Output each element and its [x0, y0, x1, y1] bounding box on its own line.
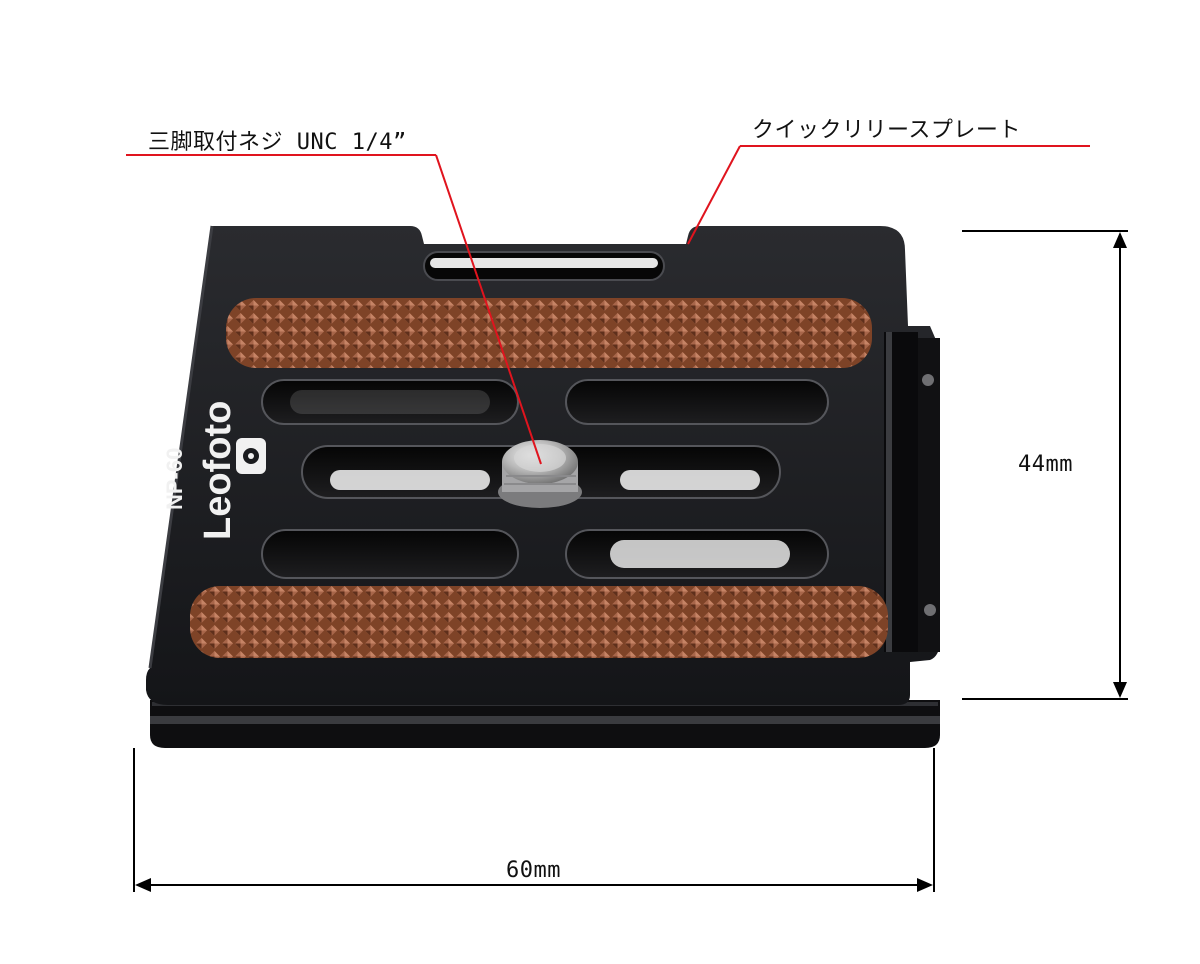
side-rail: [884, 332, 940, 652]
dimension-lines: [133, 230, 1128, 892]
top-grip-pad: [226, 298, 872, 368]
plate-annotation-label: クイックリリースプレート: [752, 118, 1021, 143]
screw-leader-pointer: [435, 154, 542, 465]
leader-lines: [126, 145, 1090, 465]
plate-leader-pointer: [687, 145, 741, 245]
tripod-screw: [498, 440, 582, 508]
plate-base-layers: [150, 700, 940, 748]
screw-annotation-label: 三脚取付ネジ UNC 1/4”: [148, 130, 407, 155]
width-arrow-left-icon: [135, 878, 151, 892]
mounting-slots: [261, 379, 829, 579]
dimension-arrowheads: [135, 232, 1127, 892]
brand-marking: Leofoto NP-60: [162, 401, 266, 540]
height-arrow-up-icon: [1113, 232, 1127, 248]
brand-logo-icon: [236, 438, 266, 474]
width-arrow-right-icon: [917, 878, 933, 892]
model-name: NP-60: [162, 448, 187, 510]
brand-name: Leofoto: [197, 401, 239, 540]
height-arrow-down-icon: [1113, 682, 1127, 698]
width-dimension-label: 60mm: [506, 858, 561, 883]
height-dimension-label: 44mm: [1018, 452, 1073, 477]
bottom-grip-pad: [190, 586, 888, 658]
